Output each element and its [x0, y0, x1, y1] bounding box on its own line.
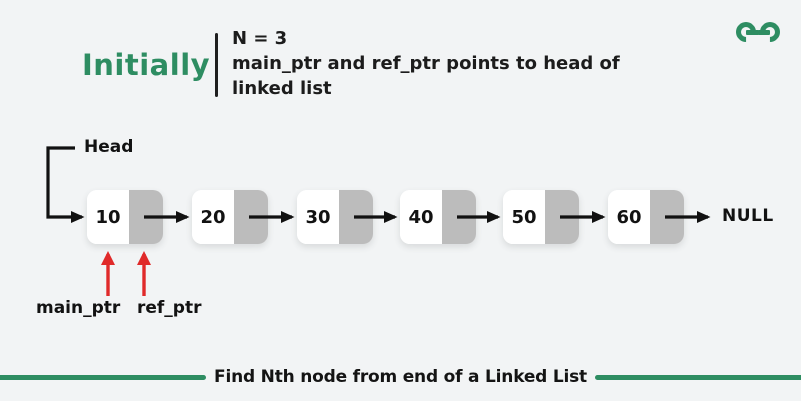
- list-node: 50: [503, 190, 579, 244]
- logo-right-bar: [757, 29, 770, 35]
- caption-rule-left: [0, 374, 207, 380]
- caption-bar: Find Nth node from end of a Linked List: [0, 367, 801, 387]
- node-next-cell: [234, 190, 268, 244]
- list-node: 30: [297, 190, 373, 244]
- caption-rule-right: [594, 374, 801, 380]
- null-label: NULL: [722, 206, 774, 226]
- description-line-2: main_ptr and ref_ptr points to head of: [232, 53, 620, 74]
- node-next-cell: [339, 190, 373, 244]
- step-description: N = 3 main_ptr and ref_ptr points to hea…: [232, 26, 620, 101]
- description-line-1: N = 3: [232, 28, 288, 49]
- node-value: 40: [400, 190, 442, 244]
- node-next-cell: [129, 190, 163, 244]
- header-divider: [215, 33, 218, 97]
- logo-left-bar: [746, 29, 759, 35]
- node-next-cell: [545, 190, 579, 244]
- node-next-cell: [442, 190, 476, 244]
- node-value: 10: [87, 190, 129, 244]
- caption-text: Find Nth node from end of a Linked List: [214, 367, 587, 387]
- geeksforgeeks-logo-icon: [731, 17, 785, 47]
- step-title: Initially: [82, 48, 211, 82]
- list-node: 60: [608, 190, 684, 244]
- list-node: 20: [192, 190, 268, 244]
- description-line-3: linked list: [232, 78, 332, 99]
- node-value: 20: [192, 190, 234, 244]
- ref-ptr-label: ref_ptr: [137, 298, 202, 318]
- node-next-cell: [650, 190, 684, 244]
- node-value: 50: [503, 190, 545, 244]
- list-node: 40: [400, 190, 476, 244]
- head-label: Head: [84, 137, 134, 157]
- node-value: 60: [608, 190, 650, 244]
- list-node: 10: [87, 190, 163, 244]
- node-value: 30: [297, 190, 339, 244]
- main-ptr-label: main_ptr: [36, 298, 121, 318]
- head-pointer-arrow: [46, 146, 85, 223]
